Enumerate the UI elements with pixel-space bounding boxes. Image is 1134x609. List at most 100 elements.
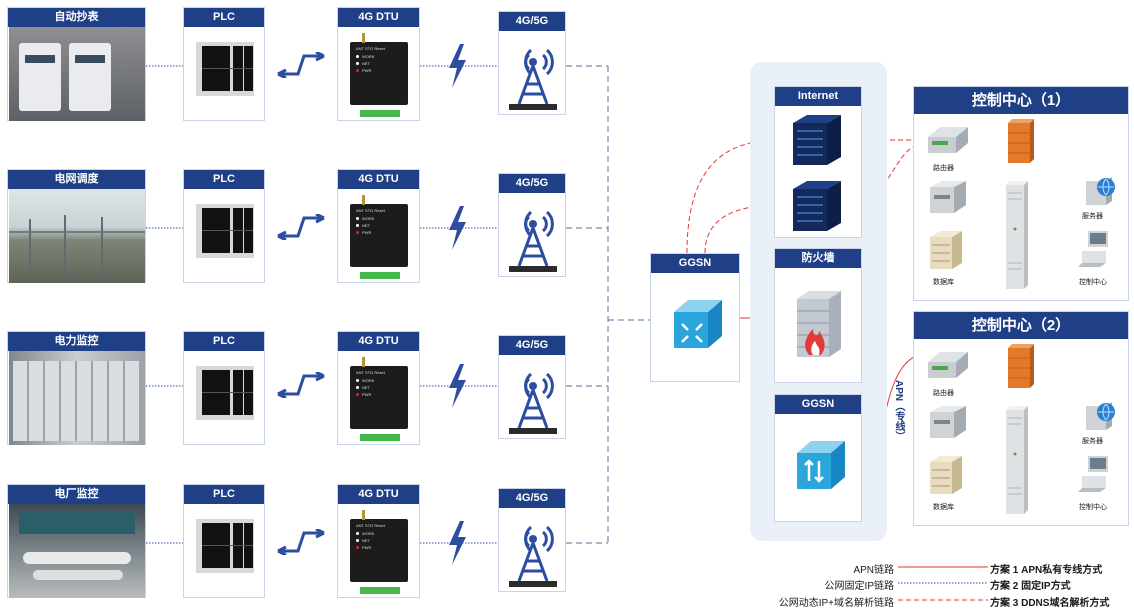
internet-box: Internet bbox=[774, 86, 862, 238]
firewall-box: 防火墙 bbox=[774, 248, 862, 383]
tower-server-icon bbox=[1006, 181, 1028, 289]
legend-item-scheme: 方案 1 APN私有专线方式 bbox=[990, 565, 1103, 576]
router-label: 路由器 bbox=[933, 390, 954, 397]
control-center-1: 控制中心（1） 路由器 数据库 bbox=[913, 86, 1129, 301]
firewall-title: 防火墙 bbox=[775, 249, 861, 268]
plc-box-2: PLC bbox=[183, 169, 265, 283]
cell-tower-icon bbox=[509, 525, 557, 587]
dtu-title: 4G DTU bbox=[338, 8, 419, 27]
router-icon bbox=[928, 127, 968, 153]
plc-title: PLC bbox=[184, 332, 264, 351]
dtu-tower-links bbox=[420, 65, 498, 544]
web-server-icon bbox=[1086, 177, 1115, 205]
control-label: 控制中心 bbox=[1079, 504, 1107, 511]
legend-item-name: 公网动态IP+域名解析链路 bbox=[778, 598, 894, 609]
tower-server-icon bbox=[1006, 406, 1028, 514]
legend-item-name: APN链路 bbox=[853, 565, 894, 576]
tower-box-3: 4G/5G bbox=[498, 335, 566, 439]
server-label: 服务器 bbox=[1082, 213, 1103, 220]
web-server-icon bbox=[1086, 402, 1115, 430]
server-rack-icon bbox=[793, 181, 841, 231]
cell-tower-icon bbox=[509, 210, 557, 272]
plc-icon bbox=[196, 42, 254, 96]
wireless-bolt-icon bbox=[449, 364, 466, 408]
plc-icon bbox=[196, 204, 254, 258]
bidirectional-arrow-icon bbox=[277, 214, 325, 240]
database-label: 数据库 bbox=[933, 504, 954, 511]
ggsn-switch-icon bbox=[797, 441, 845, 489]
database-icon bbox=[930, 231, 962, 269]
dtu-title: 4G DTU bbox=[338, 485, 419, 504]
site-plc-links bbox=[146, 65, 183, 544]
bidirectional-arrow-icon bbox=[277, 529, 325, 555]
tower-title: 4G/5G bbox=[499, 174, 565, 193]
dtu-device-icon: ANT STG Reset WORK NET PWR bbox=[350, 510, 408, 594]
cell-tower-icon bbox=[509, 372, 557, 434]
dtu-box-1: 4G DTU ANT STG Reset WORK NET PWR bbox=[337, 7, 420, 121]
database-label: 数据库 bbox=[933, 279, 954, 286]
dtu-device-icon: ANT STG Reset WORK NET PWR bbox=[350, 33, 408, 117]
tower-title: 4G/5G bbox=[499, 336, 565, 355]
pc-icon bbox=[1078, 456, 1108, 492]
internet-title: Internet bbox=[775, 87, 861, 106]
ggsn-box-left: GGSN bbox=[650, 253, 740, 382]
legend-item-scheme: 方案 3 DDNS域名解析方式 bbox=[990, 598, 1110, 609]
firewall-icon bbox=[797, 291, 841, 357]
ggsn-box-middle: GGSN bbox=[774, 394, 862, 522]
dtu-box-2: 4G DTU ANT STG Reset WORK NET PWR bbox=[337, 169, 420, 283]
wireless-bolt-icon bbox=[449, 521, 466, 565]
site-box-meter-reading: 自动抄表 bbox=[7, 7, 146, 121]
dtu-box-4: 4G DTU ANT STG Reset WORK NET PWR bbox=[337, 484, 420, 598]
ggsn-title: GGSN bbox=[775, 395, 861, 414]
dtu-title: 4G DTU bbox=[338, 170, 419, 189]
ggsn-title: GGSN bbox=[651, 254, 739, 273]
wireless-bolt-icon bbox=[449, 206, 466, 250]
site-box-power-monitor: 电力监控 bbox=[7, 331, 146, 445]
plc-title: PLC bbox=[184, 485, 264, 504]
router-icon bbox=[928, 352, 968, 378]
legend-item-name: 公网固定IP链路 bbox=[824, 581, 894, 592]
plc-box-3: PLC bbox=[183, 331, 265, 445]
control-center-title: 控制中心（2） bbox=[914, 312, 1128, 339]
dtu-title: 4G DTU bbox=[338, 332, 419, 351]
plc-title: PLC bbox=[184, 8, 264, 27]
bidirectional-arrow-icon bbox=[277, 52, 325, 78]
workstation-icon bbox=[930, 406, 966, 438]
cell-tower-icon bbox=[509, 48, 557, 110]
dtu-box-3: 4G DTU ANT STG Reset WORK NET PWR bbox=[337, 331, 420, 445]
wireless-bolt-icon bbox=[449, 44, 466, 88]
tower-trunk-links bbox=[566, 65, 650, 544]
brick-firewall-icon bbox=[1008, 344, 1034, 388]
tower-title: 4G/5G bbox=[499, 12, 565, 31]
switchgear-photo bbox=[9, 351, 145, 445]
legend-item-scheme: 方案 2 固定IP方式 bbox=[990, 581, 1071, 592]
control-center-title: 控制中心（1） bbox=[914, 87, 1128, 114]
tower-box-4: 4G/5G bbox=[498, 488, 566, 592]
database-icon bbox=[930, 456, 962, 494]
site-title: 自动抄表 bbox=[8, 8, 145, 27]
ggsn-switch-icon bbox=[674, 300, 722, 348]
server-label: 服务器 bbox=[1082, 438, 1103, 445]
substation-photo bbox=[9, 189, 145, 283]
apn-line-label: APN（专线） bbox=[893, 380, 904, 442]
site-title: 电网调度 bbox=[8, 170, 145, 189]
site-title: 电力监控 bbox=[8, 332, 145, 351]
site-title: 电厂监控 bbox=[8, 485, 145, 504]
control-center-2: 控制中心（2） 路由器 数据库 bbox=[913, 311, 1129, 526]
plc-icon bbox=[196, 366, 254, 420]
meter-photo bbox=[9, 27, 145, 121]
dtu-device-icon: ANT STG Reset WORK NET PWR bbox=[350, 195, 408, 279]
control-room-photo bbox=[9, 504, 145, 598]
tower-title: 4G/5G bbox=[499, 489, 565, 508]
dtu-device-icon: ANT STG Reset WORK NET PWR bbox=[350, 357, 408, 441]
router-label: 路由器 bbox=[933, 165, 954, 172]
plc-title: PLC bbox=[184, 170, 264, 189]
workstation-icon bbox=[930, 181, 966, 213]
plc-icon bbox=[196, 519, 254, 573]
brick-firewall-icon bbox=[1008, 119, 1034, 163]
bidirectional-arrow-icon bbox=[277, 372, 325, 398]
site-box-grid-dispatch: 电网调度 bbox=[7, 169, 146, 283]
plc-box-4: PLC bbox=[183, 484, 265, 598]
control-label: 控制中心 bbox=[1079, 279, 1107, 286]
